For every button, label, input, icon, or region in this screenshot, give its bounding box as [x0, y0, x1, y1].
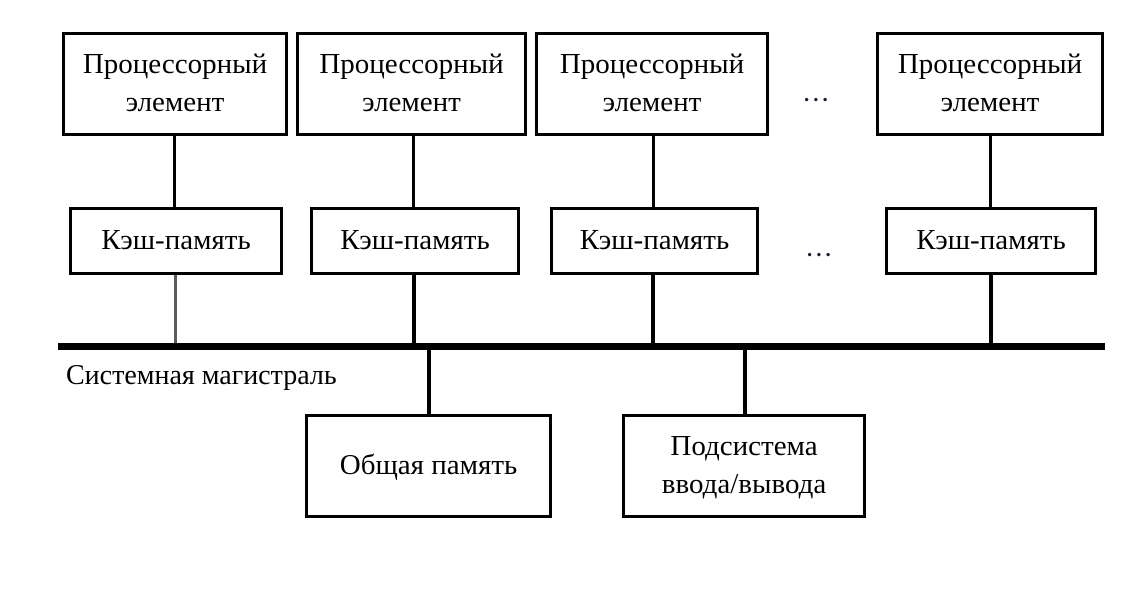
- connector-pe1-cache1: [173, 136, 176, 208]
- connector-cache4-bus: [989, 275, 993, 348]
- processor-element-box-1[interactable]: Процессорный элемент: [62, 32, 288, 136]
- connector-pe3-cache3: [652, 136, 655, 208]
- processor-element-box-4[interactable]: Процессорный элемент: [876, 32, 1104, 136]
- connector-pe4-cache4: [989, 136, 992, 208]
- cache-row-ellipsis: ...: [806, 231, 834, 263]
- connector-pe2-cache2: [412, 136, 415, 208]
- system-bus-line: [58, 343, 1105, 350]
- system-bus-label: Системная магистраль: [66, 360, 337, 391]
- shared-memory-box[interactable]: Общая память: [305, 414, 552, 518]
- connector-cache3-bus: [651, 275, 655, 348]
- connector-bus-shared-memory: [427, 350, 431, 416]
- cache-memory-box-3[interactable]: Кэш-память: [550, 207, 759, 275]
- cache-memory-box-1[interactable]: Кэш-память: [69, 207, 283, 275]
- processor-element-box-2[interactable]: Процессорный элемент: [296, 32, 527, 136]
- cache-memory-box-2[interactable]: Кэш-память: [310, 207, 520, 275]
- processor-element-box-3[interactable]: Процессорный элемент: [535, 32, 769, 136]
- connector-bus-io-subsystem: [743, 350, 747, 416]
- io-subsystem-box[interactable]: Подсистема ввода/вывода: [622, 414, 866, 518]
- cache-memory-box-4[interactable]: Кэш-память: [885, 207, 1097, 275]
- processor-row-ellipsis: ...: [803, 76, 831, 108]
- connector-cache2-bus: [412, 275, 416, 348]
- connector-cache1-bus: [174, 275, 177, 348]
